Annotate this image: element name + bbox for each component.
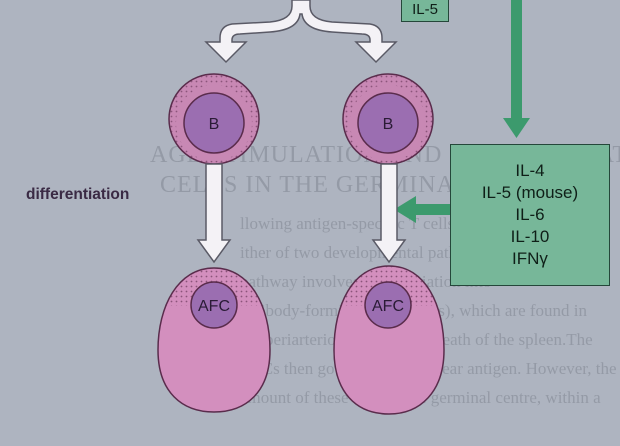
- afc-cell-right: [333, 265, 445, 415]
- afc-label-right: AFC: [372, 298, 404, 315]
- afc-label-left: AFC: [198, 298, 230, 315]
- cytokine-box: IL-4 IL-5 (mouse) IL-6 IL-10 IFNγ: [450, 144, 610, 286]
- b-cell-left: [168, 73, 260, 165]
- b-cell-label-right: B: [383, 116, 394, 133]
- cytokine-ifn-gamma: IFNγ: [512, 249, 548, 268]
- cytokine-il6: IL-6: [515, 205, 545, 224]
- cytokine-il10: IL-10: [510, 227, 550, 246]
- branch-arrow: [204, 0, 398, 64]
- green-arrow-left: [394, 196, 450, 223]
- diff-arrow-left: [196, 163, 232, 264]
- cytokine-il4: IL-4: [515, 161, 545, 180]
- differentiation-label: differentiation: [26, 186, 130, 203]
- green-arrow-down: [503, 0, 530, 138]
- b-cell-label-left: B: [209, 116, 220, 133]
- afc-cell-left: [157, 267, 271, 413]
- b-cell-right: [342, 73, 434, 165]
- il5-box: IL-5: [401, 0, 449, 22]
- il5-box-label: IL-5: [412, 0, 438, 18]
- cytokine-il5-mouse: IL-5 (mouse): [481, 183, 579, 202]
- diff-arrow-right: [371, 163, 407, 264]
